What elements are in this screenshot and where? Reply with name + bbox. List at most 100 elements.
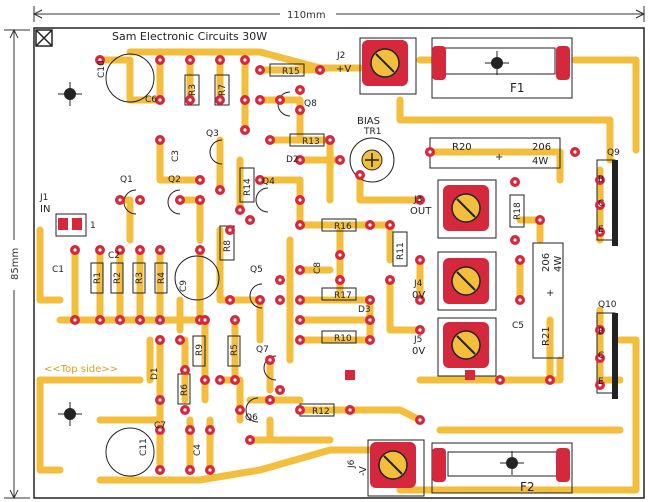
drill-hole <box>298 88 302 92</box>
c10-label: C10 <box>97 60 107 78</box>
drill-hole <box>418 298 422 302</box>
mounting-hole <box>500 451 524 475</box>
drill-hole <box>598 178 602 182</box>
r2-label: R2 <box>113 272 123 284</box>
q10-pin-c: C <box>598 351 604 361</box>
drill-hole <box>158 468 162 472</box>
drill-hole <box>548 378 552 382</box>
drill-hole <box>118 198 122 202</box>
q9-pin-c: C <box>598 199 604 209</box>
drill-hole <box>428 150 432 154</box>
j3-text: OUT <box>410 206 432 217</box>
drill-hole <box>138 318 142 322</box>
drill-hole <box>243 128 247 132</box>
r16-label: R16 <box>334 222 352 232</box>
q1-label: Q1 <box>120 175 133 185</box>
fuse-pads <box>432 46 570 482</box>
r3b-label: R3 <box>135 272 145 284</box>
q9-pin-b: B <box>598 175 604 185</box>
drill-hole <box>368 223 372 227</box>
terminal-screws <box>362 40 489 488</box>
j1-text: IN <box>40 204 50 215</box>
drill-hole <box>188 428 192 432</box>
r18-label: R18 <box>513 202 523 220</box>
drill-hole <box>388 223 392 227</box>
drill-hole <box>158 398 162 402</box>
drill-hole <box>298 198 302 202</box>
drill-hole <box>318 68 322 72</box>
c2-label: C2 <box>108 251 120 261</box>
drill-hole <box>218 188 222 192</box>
drill-hole <box>278 98 282 102</box>
j6-name: J6 <box>347 459 357 469</box>
r1-label: R1 <box>93 272 103 284</box>
c5-label: C5 <box>512 321 524 331</box>
drill-hole <box>418 328 422 332</box>
drill-hole <box>138 248 142 252</box>
drill-hole <box>98 58 102 62</box>
q2-label: Q2 <box>168 175 181 185</box>
drill-hole <box>298 318 302 322</box>
drill-hole <box>188 468 192 472</box>
drill-hole <box>238 208 242 212</box>
drill-hole <box>183 408 187 412</box>
drill-hole <box>573 150 577 154</box>
j5-text: 0V <box>412 346 425 357</box>
drill-hole <box>538 218 542 222</box>
drill-hole <box>298 408 302 412</box>
q3-label: Q3 <box>206 129 219 139</box>
drill-hole <box>278 298 282 302</box>
drill-hole <box>208 468 212 472</box>
dimension-left <box>4 28 30 500</box>
drill-hole <box>158 428 162 432</box>
drill-hole <box>598 230 602 234</box>
r20-plus: + <box>495 152 503 163</box>
drill-hole <box>218 98 222 102</box>
r8-label: R8 <box>223 240 233 252</box>
r17-label: R17 <box>334 291 352 301</box>
drill-hole <box>258 68 262 72</box>
q10-label: Q10 <box>598 300 617 310</box>
fuse-f1-label: F1 <box>510 81 525 95</box>
bias-label: BIAS <box>357 116 380 127</box>
drill-hole <box>178 198 182 202</box>
c9-label: C9 <box>179 280 189 292</box>
drill-hole <box>298 298 302 302</box>
drill-hole <box>348 408 352 412</box>
drill-hole <box>218 378 222 382</box>
drill-hole <box>198 248 202 252</box>
drill-hole <box>73 248 77 252</box>
drill-hole <box>228 298 232 302</box>
r21-name: R21 <box>541 326 552 346</box>
j1-name: J1 <box>39 193 48 203</box>
drill-hole <box>208 428 212 432</box>
drill-hole <box>243 58 247 62</box>
r3-label: R3 <box>188 84 198 96</box>
dimension-top <box>32 6 646 22</box>
d1-label: D1 <box>150 367 160 380</box>
width-dimension-label: 110mm <box>287 10 326 21</box>
drill-hole <box>238 408 242 412</box>
r9-label: R9 <box>195 344 205 356</box>
drill-hole <box>298 338 302 342</box>
q10-pin-e: E <box>598 377 604 387</box>
silkscreen <box>90 37 616 497</box>
drill-hole <box>158 338 162 342</box>
drill-hole <box>218 58 222 62</box>
drill-hole <box>98 318 102 322</box>
drill-hole <box>178 338 182 342</box>
drill-hole <box>278 278 282 282</box>
r21-plus: + <box>546 288 554 299</box>
j6-text: -V <box>358 466 369 476</box>
r21-power: 4W <box>553 256 564 272</box>
r11-label: R11 <box>396 242 406 260</box>
j4-text: 0V <box>412 290 425 301</box>
drill-hole <box>98 248 102 252</box>
drill-hole <box>268 358 272 362</box>
drill-hole <box>158 58 162 62</box>
d2-label: D2 <box>286 155 299 165</box>
drill-hole <box>198 198 202 202</box>
drill-hole <box>338 253 342 257</box>
